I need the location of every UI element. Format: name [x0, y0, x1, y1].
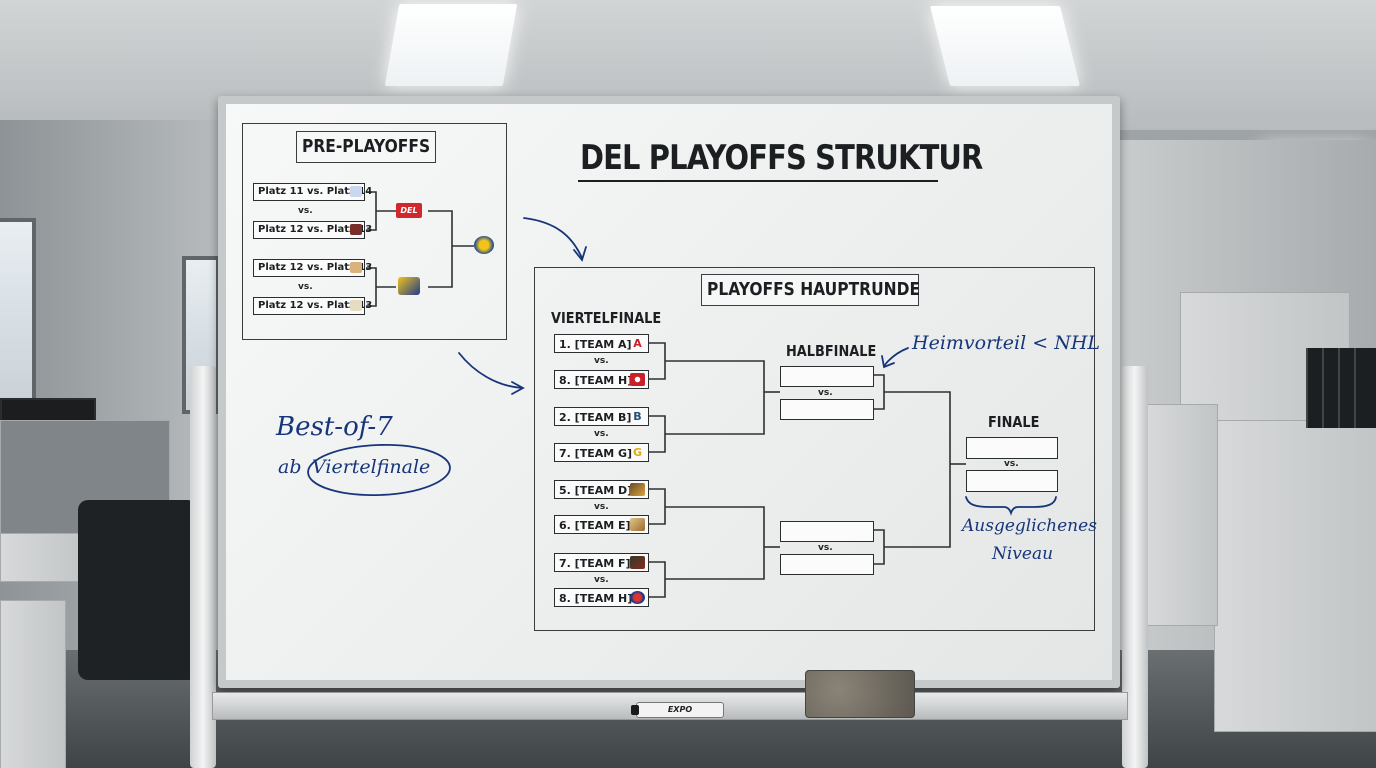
board-title: DEL PLAYOFFS STRUKTUR	[580, 138, 982, 178]
viertelfinale-note: Viertelfinale	[312, 456, 430, 478]
del-logo-icon: DEL	[396, 203, 422, 218]
vs-label: vs.	[594, 356, 609, 366]
team-logo-icon: G	[630, 446, 645, 459]
vs-label: vs.	[298, 282, 313, 292]
semifinal-slot	[780, 554, 874, 575]
team-logo-icon	[350, 224, 362, 235]
team-logo-icon	[630, 483, 645, 496]
best-of-note: Best-of-7	[276, 412, 393, 442]
quarterfinal-team: 8. [TEAM H]	[554, 370, 649, 389]
quarterfinal-team: 6. [TEAM E]	[554, 515, 649, 534]
team-label: 6. [TEAM E]	[559, 519, 631, 532]
vs-label: vs.	[594, 575, 609, 585]
team-logo-icon	[350, 300, 362, 311]
semifinal-slot	[780, 366, 874, 387]
quarterfinal-team: 8. [TEAM H]	[554, 588, 649, 607]
final-slot	[966, 470, 1058, 492]
quarterfinal-team: 2. [TEAM B] B	[554, 407, 649, 426]
semifinal-slot	[780, 521, 874, 542]
vs-label: vs.	[1004, 459, 1019, 469]
pre-playoff-team: Platz 12 vs. Platz 13	[253, 297, 365, 315]
pre-playoff-team: Platz 12 vs. Platz 13	[253, 259, 365, 277]
vs-label: vs.	[298, 206, 313, 216]
semifinal-slot	[780, 399, 874, 420]
team-label: 7. [TEAM F]	[559, 557, 631, 570]
title-underline	[578, 180, 938, 182]
pre-playoff-team: Platz 11 vs. Platz 14	[253, 183, 365, 201]
vs-label: vs.	[818, 388, 833, 398]
quarterfinal-team: 1. [TEAM A] A	[554, 334, 649, 353]
pre-playoff-team: Platz 12 vs. Platz 13	[253, 221, 365, 239]
pre-playoffs-title: PRE-PLAYOFFS	[302, 136, 430, 157]
quarterfinal-team: 5. [TEAM D]	[554, 480, 649, 499]
heimvorteil-note: Heimvorteil < NHL	[912, 332, 1100, 354]
quarterfinal-team: 7. [TEAM F]	[554, 553, 649, 572]
team-label: 5. [TEAM D]	[559, 484, 632, 497]
vs-label: vs.	[594, 502, 609, 512]
team-logo-icon	[630, 556, 645, 569]
vs-label: vs.	[594, 429, 609, 439]
quarterfinal-label: VIERTELFINALE	[551, 309, 661, 327]
team-label: 2. [TEAM B]	[559, 411, 631, 424]
team-logo-icon: B	[630, 410, 645, 423]
team-logo-icon	[630, 518, 645, 531]
team-label: 1. [TEAM A]	[559, 338, 632, 351]
vs-label: vs.	[818, 543, 833, 553]
marker-icon: EXPO	[636, 702, 724, 718]
quarterfinal-team: 7. [TEAM G] G	[554, 443, 649, 462]
ab-note: ab	[278, 456, 302, 478]
team-logo-icon	[630, 373, 645, 386]
team-logo-icon: A	[630, 337, 645, 350]
main-playoffs-title: PLAYOFFS HAUPTRUNDE	[707, 279, 920, 300]
niveau-note: Niveau	[992, 544, 1053, 564]
ausgeglichen-note: Ausgeglichenes	[962, 516, 1097, 536]
team-label: 7. [TEAM G]	[559, 447, 632, 460]
final-label: FINALE	[988, 413, 1039, 431]
team-logo-icon	[350, 186, 362, 197]
team-label: 8. [TEAM H]	[559, 374, 632, 387]
team-logo-icon	[630, 591, 645, 604]
team-logo-icon	[350, 262, 362, 273]
team-label: 8. [TEAM H]	[559, 592, 632, 605]
final-slot	[966, 437, 1058, 459]
team-logo-icon	[398, 277, 420, 295]
eagle-logo-icon	[474, 236, 494, 254]
semifinal-label: HALBFINALE	[786, 342, 876, 360]
eraser	[805, 670, 915, 718]
